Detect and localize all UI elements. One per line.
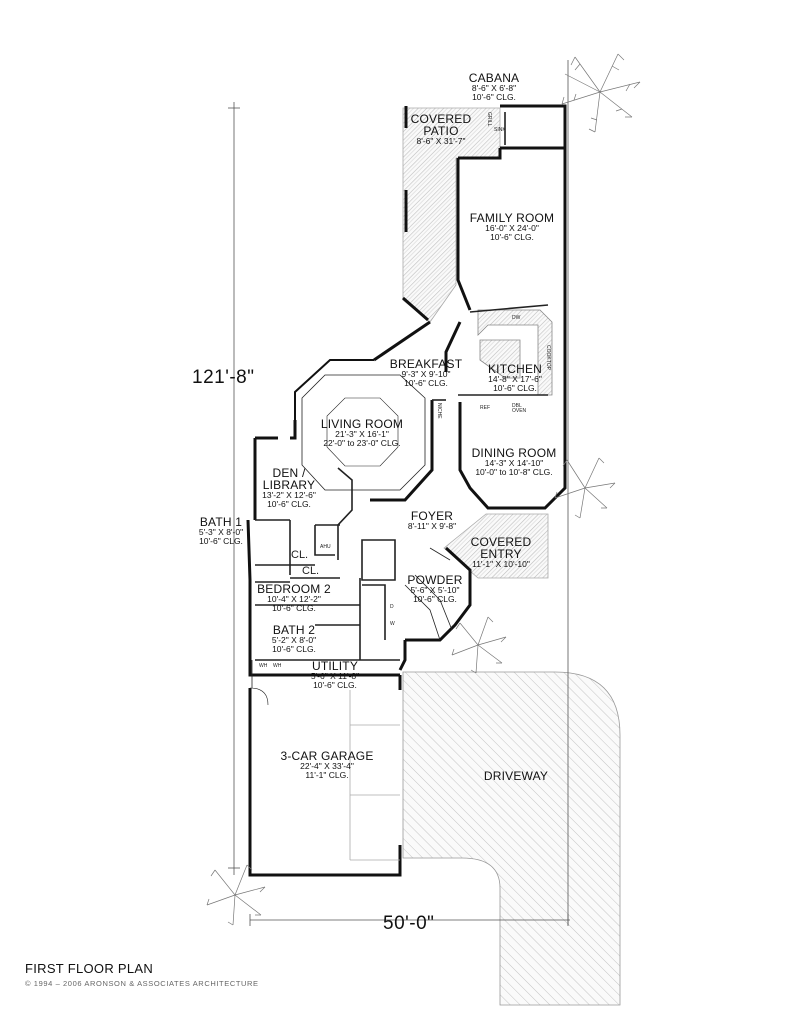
fixture-water-heater-1: WH <box>259 663 268 669</box>
fixture-cooktop: COOKTOP <box>545 345 551 370</box>
room-label-foyer: FOYER 8'-11" X 9'-8" <box>407 509 457 532</box>
covered-entry-area <box>443 513 549 579</box>
overall-depth-dimension: 121'-8" <box>192 367 255 388</box>
room-label-bath2: BATH 2 5'-2" X 8'-0" 10'-6" CLG. <box>271 623 317 654</box>
fixture-closet-2: CL. <box>302 565 320 577</box>
palm-tree-icon <box>206 53 641 926</box>
fixture-closet-1: CL. <box>291 549 309 561</box>
fixture-ahu: AHU <box>320 544 331 550</box>
room-label-family-room: FAMILY ROOM 16'-0" X 24'-0" 10'-6" CLG. <box>469 211 555 242</box>
room-label-cabana: CABANA 8'-6" X 6'-8" 10'-6" CLG. <box>468 71 520 102</box>
room-label-bath1: BATH 1 5'-3" X 8'-0" 10'-6" CLG. <box>198 515 244 546</box>
room-label-kitchen: KITCHEN 14'-8" X 17'-6" 10'-6" CLG. <box>487 362 543 393</box>
fixture-grill: GRILL <box>486 112 492 127</box>
fixture-water-heater-2: WH <box>273 663 282 669</box>
room-label-bedroom2: BEDROOM 2 10'-4" X 12'-2" 10'-6" CLG. <box>257 582 331 613</box>
fixture-refrigerator: REF <box>480 405 490 411</box>
room-label-covered-patio: COVERED PATIO 8'-6" X 31'-7" <box>410 112 472 147</box>
room-label-driveway: DRIVEWAY <box>483 769 549 783</box>
kitchen-island <box>479 339 521 379</box>
fixture-dishwasher: DW <box>512 315 521 321</box>
fixture-oven: DBL OVEN <box>512 403 527 414</box>
fixture-niche: NICHE <box>436 403 442 419</box>
room-label-living-room: LIVING ROOM 21'-3" X 16'-1" 22'-0" to 23… <box>320 417 404 448</box>
room-label-utility: UTILITY 5'-6" X 11'-8" 10'-6" CLG. <box>310 659 360 690</box>
fixture-dryer: D <box>390 604 394 610</box>
room-label-covered-entry: COVERED ENTRY 11'-1" X 10'-10" <box>470 535 532 570</box>
fixture-sink: SINK <box>494 127 506 133</box>
room-label-garage: 3-CAR GARAGE 22'-4" X 33'-4" 11'-1" CLG. <box>280 749 374 780</box>
room-label-den-library: DEN / LIBRARY 13'-2" X 12'-6" 10'-6" CLG… <box>262 466 316 510</box>
room-label-dining-room: DINING ROOM 14'-3" X 14'-10" 10'-0" to 1… <box>471 446 557 477</box>
dimension-lines <box>228 60 570 926</box>
room-label-powder: POWDER 5'-6" X 5'-10" 10'-6" CLG. <box>407 573 463 604</box>
room-label-breakfast: BREAKFAST 9'-3" X 9'-10" 10'-6" CLG. <box>389 357 463 388</box>
plan-title: FIRST FLOOR PLAN <box>25 961 154 976</box>
interior-walls <box>249 304 549 861</box>
overall-width-dimension: 50'-0" <box>383 913 435 934</box>
copyright-notice: © 1994 – 2006 ARONSON & ASSOCIATES ARCHI… <box>25 979 259 988</box>
driveway-area <box>402 671 621 1006</box>
fixture-washer: W <box>390 621 395 627</box>
